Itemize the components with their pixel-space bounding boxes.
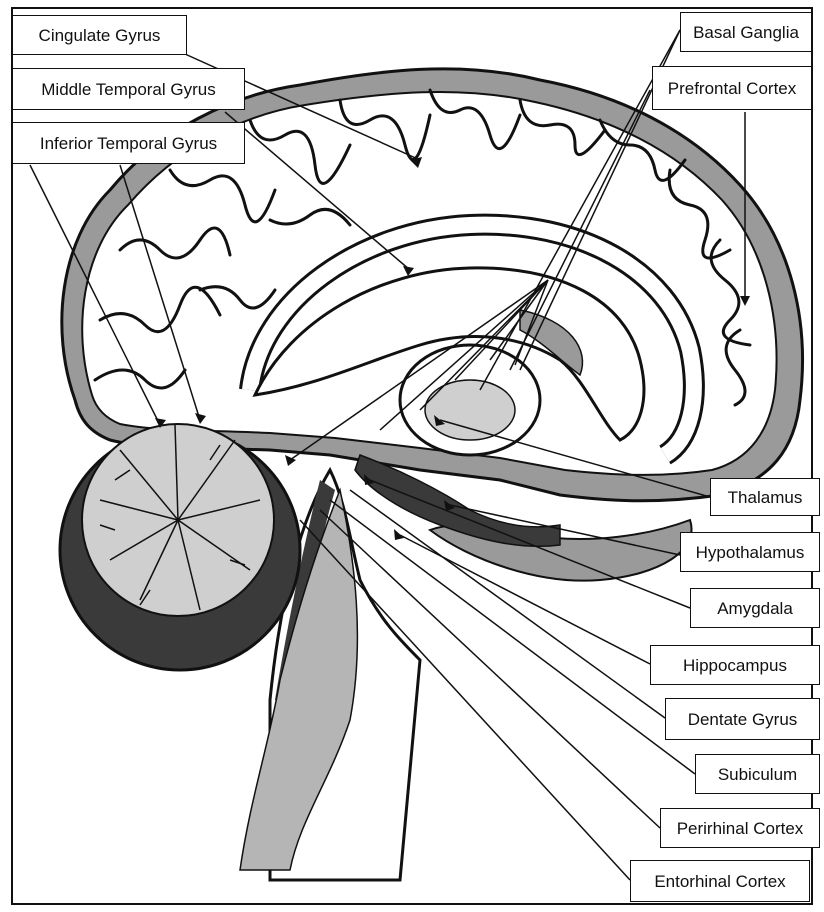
label-middle-temporal-gyrus: Middle Temporal Gyrus (12, 68, 245, 110)
label-perirhinal-cortex: Perirhinal Cortex (660, 808, 820, 848)
label-inferior-temporal-gyrus: Inferior Temporal Gyrus (12, 122, 245, 164)
label-hippocampus: Hippocampus (650, 645, 820, 685)
thalamus-inner (425, 380, 515, 440)
label-thalamus: Thalamus (710, 478, 820, 516)
label-prefrontal-cortex: Prefrontal Cortex (652, 66, 812, 110)
label-cingulate-gyrus: Cingulate Gyrus (12, 15, 187, 55)
label-hypothalamus: Hypothalamus (680, 532, 820, 572)
label-entorhinal-cortex: Entorhinal Cortex (630, 860, 810, 902)
label-amygdala: Amygdala (690, 588, 820, 628)
label-basal-ganglia: Basal Ganglia (680, 12, 812, 52)
label-dentate-gyrus: Dentate Gyrus (665, 698, 820, 740)
label-subiculum: Subiculum (695, 754, 820, 794)
